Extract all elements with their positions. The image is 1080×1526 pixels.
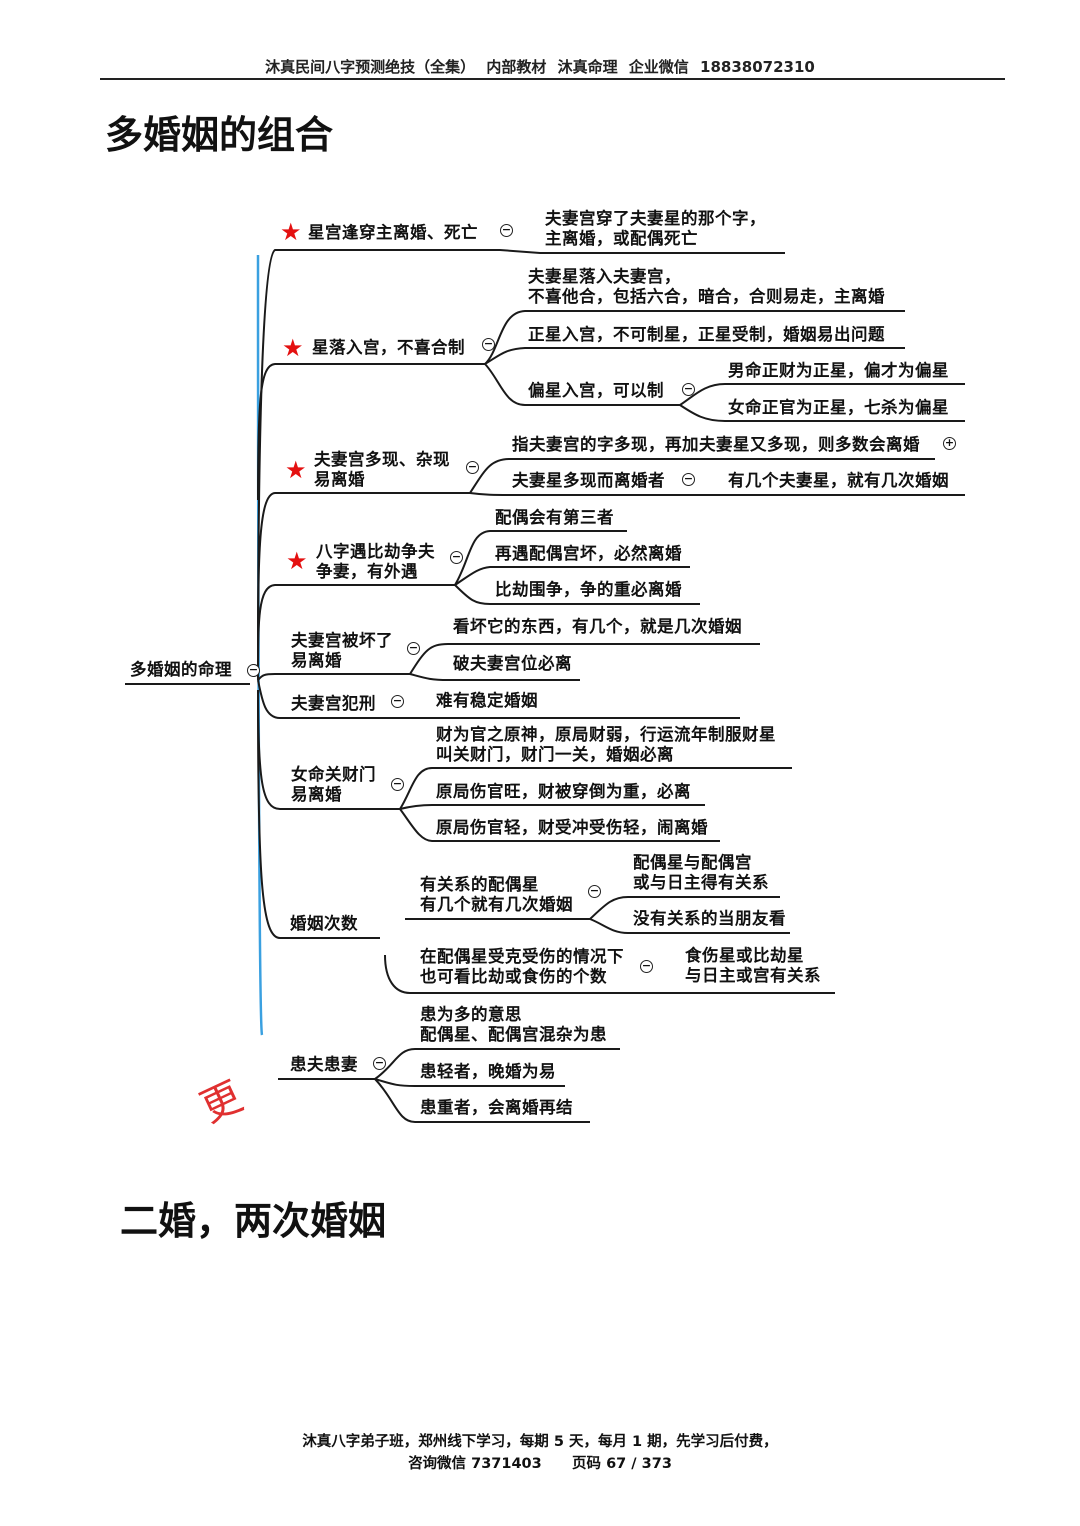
branch-8-child: 有关系的配偶星 有几个就有几次婚姻 bbox=[420, 875, 573, 914]
section-title: 二婚，两次婚姻 bbox=[120, 1199, 387, 1243]
branch-4-child: 配偶会有第三者 bbox=[495, 508, 614, 527]
collapse-icon[interactable]: − bbox=[640, 959, 653, 973]
branch-8-grandchild: 配偶星与配偶宫 或与日主得有关系 bbox=[633, 853, 769, 892]
branch-8: 婚姻次数 bbox=[290, 914, 358, 933]
branch-2-child: 夫妻星落入夫妻宫， 不喜他合，包括六合，暗合，合则易走，主离婚 bbox=[528, 267, 885, 306]
star-icon: ★ bbox=[285, 456, 307, 484]
collapse-icon[interactable]: − bbox=[391, 694, 404, 708]
star-icon: ★ bbox=[282, 334, 304, 362]
mindmap-root: 多婚姻的命理 bbox=[130, 660, 232, 679]
star-icon: ★ bbox=[280, 218, 302, 246]
collapse-icon[interactable]: − bbox=[247, 663, 260, 677]
branch-9-child: 患轻者，晚婚为易 bbox=[420, 1062, 556, 1081]
footer-line-2: 咨询微信 7371403 页码 67 / 373 bbox=[408, 1456, 672, 1472]
branch-2-child: 正星入宫，不可制星，正星受制，婚姻易出问题 bbox=[528, 325, 885, 344]
branch-7: 女命关财门 易离婚 bbox=[291, 765, 376, 804]
footer-line-1: 沐真八字弟子班，郑州线下学习，每期 5 天，每月 1 期，先学习后付费， bbox=[302, 1434, 778, 1450]
collapse-icon[interactable]: − bbox=[466, 460, 479, 474]
branch-5-child: 看坏它的东西，有几个，就是几次婚姻 bbox=[453, 617, 742, 636]
branch-7-child: 原局伤官旺，财被穿倒为重，必离 bbox=[436, 782, 691, 801]
collapse-icon[interactable]: − bbox=[682, 382, 695, 396]
header-rule bbox=[100, 78, 1005, 80]
star-icon: ★ bbox=[286, 547, 308, 575]
branch-4: 八字遇比劫争夫 争妻，有外遇 bbox=[316, 542, 435, 581]
collapse-icon[interactable]: − bbox=[373, 1056, 386, 1070]
page-header: 沐真民间八字预测绝技（全集） 内部教材 沐真命理 企业微信 1883807231… bbox=[265, 58, 815, 76]
branch-1: 星宫逢穿主离婚、死亡 bbox=[308, 223, 478, 242]
collapse-icon[interactable]: − bbox=[500, 223, 513, 237]
branch-6-child: 难有稳定婚姻 bbox=[436, 691, 538, 710]
branch-5-child: 破夫妻宫位必离 bbox=[453, 654, 572, 673]
collapse-icon[interactable]: − bbox=[407, 641, 420, 655]
branch-7-child: 财为官之原神，原局财弱，行运流年制服财星 叫关财门，财门一关，婚姻必离 bbox=[436, 725, 776, 764]
expand-icon[interactable]: + bbox=[943, 436, 956, 450]
branch-3: 夫妻宫多现、杂现 易离婚 bbox=[314, 450, 450, 489]
collapse-icon[interactable]: − bbox=[682, 472, 695, 486]
branch-4-child: 比劫围争，争的重必离婚 bbox=[495, 580, 682, 599]
branch-1-child: 夫妻宫穿了夫妻星的那个字， 主离婚，或配偶死亡 bbox=[545, 209, 766, 248]
branch-2: 星落入宫，不喜合制 bbox=[312, 338, 465, 357]
branch-5: 夫妻宫被坏了 易离婚 bbox=[291, 631, 393, 670]
branch-2-child: 偏星入宫，可以制 bbox=[528, 381, 664, 400]
branch-8-grandchild: 没有关系的当朋友看 bbox=[633, 909, 786, 928]
branch-7-child: 原局伤官轻，财受冲受伤轻，闹离婚 bbox=[436, 818, 708, 837]
branch-3-child: 夫妻星多现而离婚者 bbox=[512, 471, 665, 490]
branch-9-child: 患重者，会离婚再结 bbox=[420, 1098, 573, 1117]
branch-3-grandchild: 有几个夫妻星，就有几次婚姻 bbox=[728, 471, 949, 490]
collapse-icon[interactable]: − bbox=[588, 884, 601, 898]
branch-2-grandchild: 女命正官为正星，七杀为偏星 bbox=[728, 398, 949, 417]
branch-6: 夫妻宫犯刑 bbox=[291, 694, 376, 713]
branch-3-child: 指夫妻宫的字多现，再加夫妻星又多现，则多数会离婚 bbox=[512, 435, 920, 454]
branch-4-child: 再遇配偶宫坏，必然离婚 bbox=[495, 544, 682, 563]
collapse-icon[interactable]: − bbox=[482, 337, 495, 351]
branch-9: 患夫患妻 bbox=[290, 1055, 358, 1074]
branch-2-grandchild: 男命正财为正星，偏才为偏星 bbox=[728, 361, 949, 380]
collapse-icon[interactable]: − bbox=[391, 777, 404, 791]
page-title: 多婚姻的组合 bbox=[105, 113, 334, 157]
branch-9-child: 患为多的意思 配偶星、配偶宫混杂为患 bbox=[420, 1005, 607, 1044]
collapse-icon[interactable]: − bbox=[450, 550, 463, 564]
branch-8-grandchild: 食伤星或比劫星 与日主或宫有关系 bbox=[685, 946, 821, 985]
branch-8-child: 在配偶星受克受伤的情况下 也可看比劫或食伤的个数 bbox=[420, 947, 624, 986]
